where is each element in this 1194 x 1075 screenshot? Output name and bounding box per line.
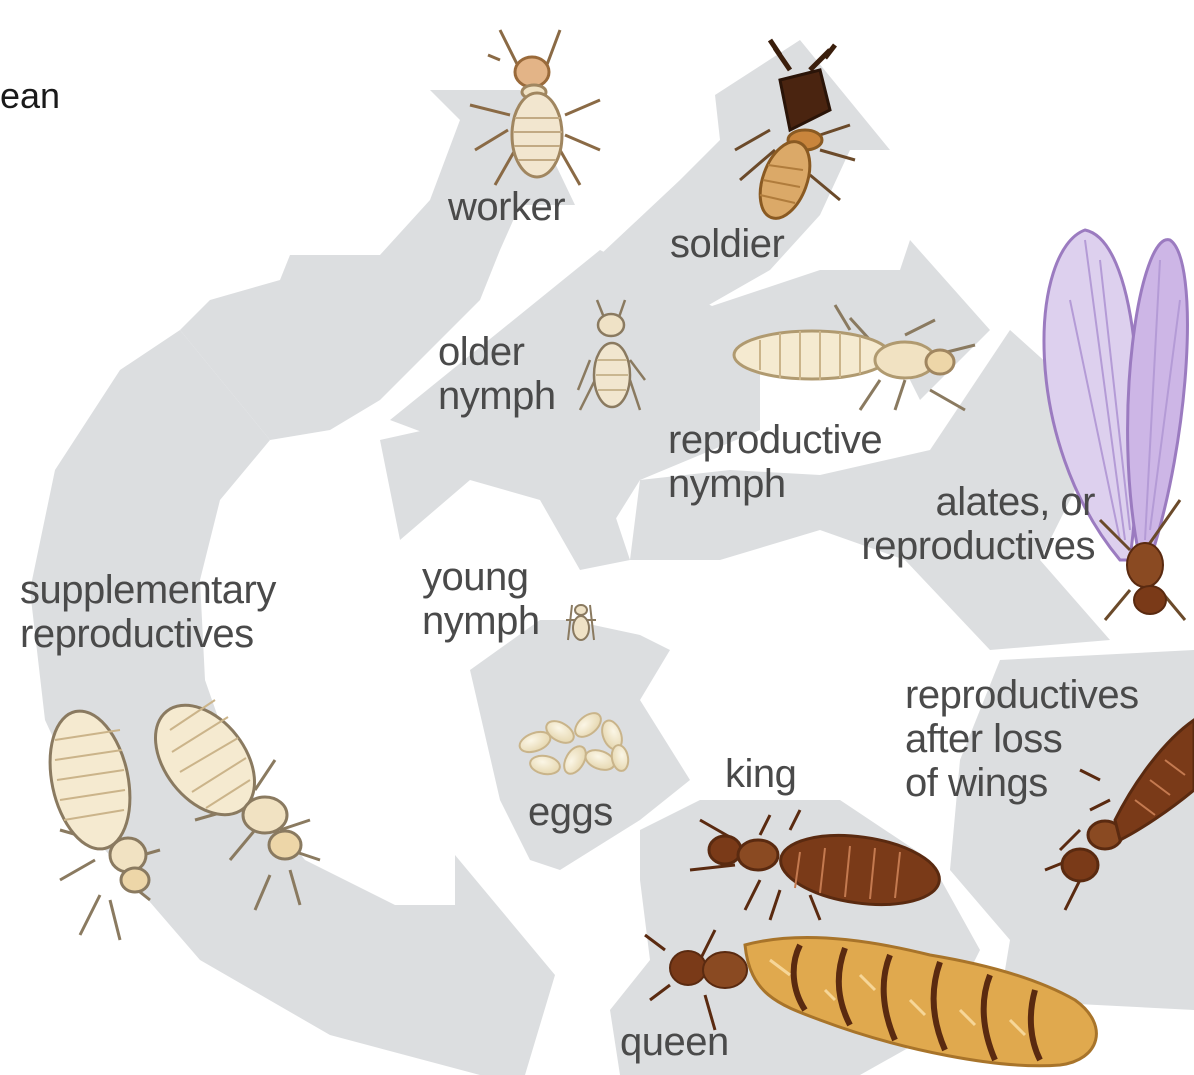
label-eggs: eggs: [528, 790, 613, 834]
label-young-nymph: young nymph: [422, 555, 540, 643]
label-soldier: soldier: [670, 222, 784, 266]
label-reproductives-after-loss-of-wings: reproductives after loss of wings: [905, 673, 1139, 805]
label-older-nymph: older nymph: [438, 330, 556, 418]
label-alates: alates, or reproductives: [830, 480, 1095, 568]
label-king: king: [725, 752, 796, 796]
label-worker: worker: [448, 185, 565, 229]
label-queen: queen: [620, 1020, 729, 1064]
label-supplementary-reproductives: supplementary reproductives: [20, 568, 276, 656]
